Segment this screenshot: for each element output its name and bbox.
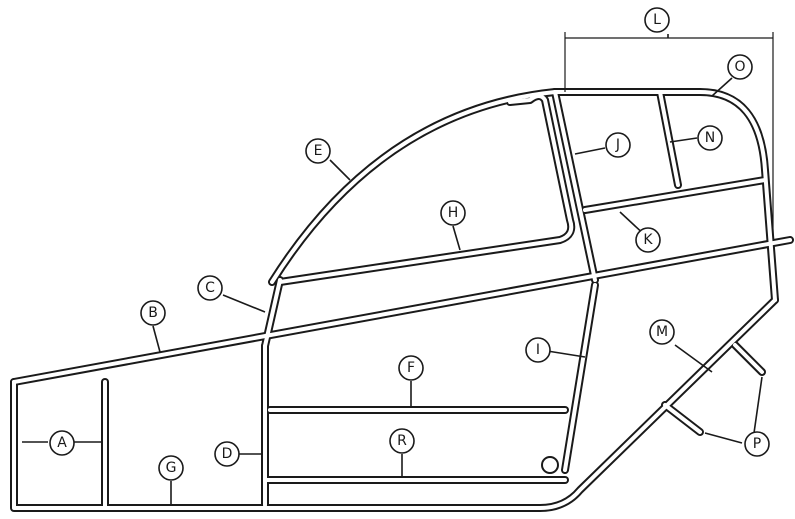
callout-a: A — [49, 430, 75, 456]
tube-h-inner-loop — [276, 92, 576, 286]
callout-p: P — [744, 431, 770, 457]
callout-f-label: F — [407, 360, 415, 376]
tube-e-roof-arc-fill — [270, 90, 557, 284]
callout-b-label: B — [148, 305, 158, 321]
callout-o-label: O — [734, 59, 745, 75]
callout-k: K — [635, 227, 661, 253]
callout-d: D — [214, 441, 240, 467]
leader-lines — [22, 34, 763, 506]
callout-e: E — [305, 138, 331, 164]
callout-e-label: E — [314, 143, 323, 159]
callout-a-label: A — [57, 435, 67, 451]
callout-k-label: K — [643, 232, 653, 248]
callout-i-label: I — [536, 342, 540, 358]
callout-j: J — [605, 132, 631, 158]
dimension-l — [564, 32, 774, 235]
callout-b: B — [140, 300, 166, 326]
callout-r-label: R — [397, 433, 407, 449]
frame-tubes — [10, 88, 794, 512]
tube-e-roof-arc — [268, 88, 559, 286]
tube-n-vertical-fill — [658, 90, 680, 187]
callout-g: G — [158, 455, 184, 481]
tube-h-inner-loop-fill — [278, 94, 574, 284]
callout-m: M — [649, 319, 675, 345]
tube-p-stub-lower-fill — [663, 403, 702, 434]
callout-g-label: G — [166, 460, 177, 476]
tube-o-top-rail-fill — [553, 90, 777, 302]
callout-c-label: C — [205, 280, 215, 296]
callout-p-label: P — [753, 436, 761, 452]
tube-c-brace-fill — [263, 278, 282, 348]
tube-p-stub-upper-fill — [733, 343, 764, 374]
callout-l-label: L — [653, 12, 661, 28]
callout-n-label: N — [705, 130, 715, 146]
callout-h: H — [440, 200, 466, 226]
callout-f: F — [398, 355, 424, 381]
mount-pad — [541, 456, 559, 474]
tube-i-rear-vertical-fill — [563, 283, 597, 472]
callout-r: R — [389, 428, 415, 454]
callout-l: L — [644, 7, 670, 33]
tube-j-main-hoop-fill — [553, 90, 597, 282]
callout-h-label: H — [448, 205, 459, 221]
tube-g-bottom-rail-fill — [12, 298, 777, 510]
callout-j-label: J — [615, 137, 620, 153]
callout-d-label: D — [222, 446, 233, 462]
callout-c: C — [197, 275, 223, 301]
callout-m-label: M — [656, 324, 668, 340]
callout-n: N — [697, 125, 723, 151]
tube-k-crossbar-fill — [583, 178, 767, 212]
callout-o: O — [727, 54, 753, 80]
tube-b-main-rail-fill — [12, 238, 792, 384]
callout-i: I — [525, 337, 551, 363]
